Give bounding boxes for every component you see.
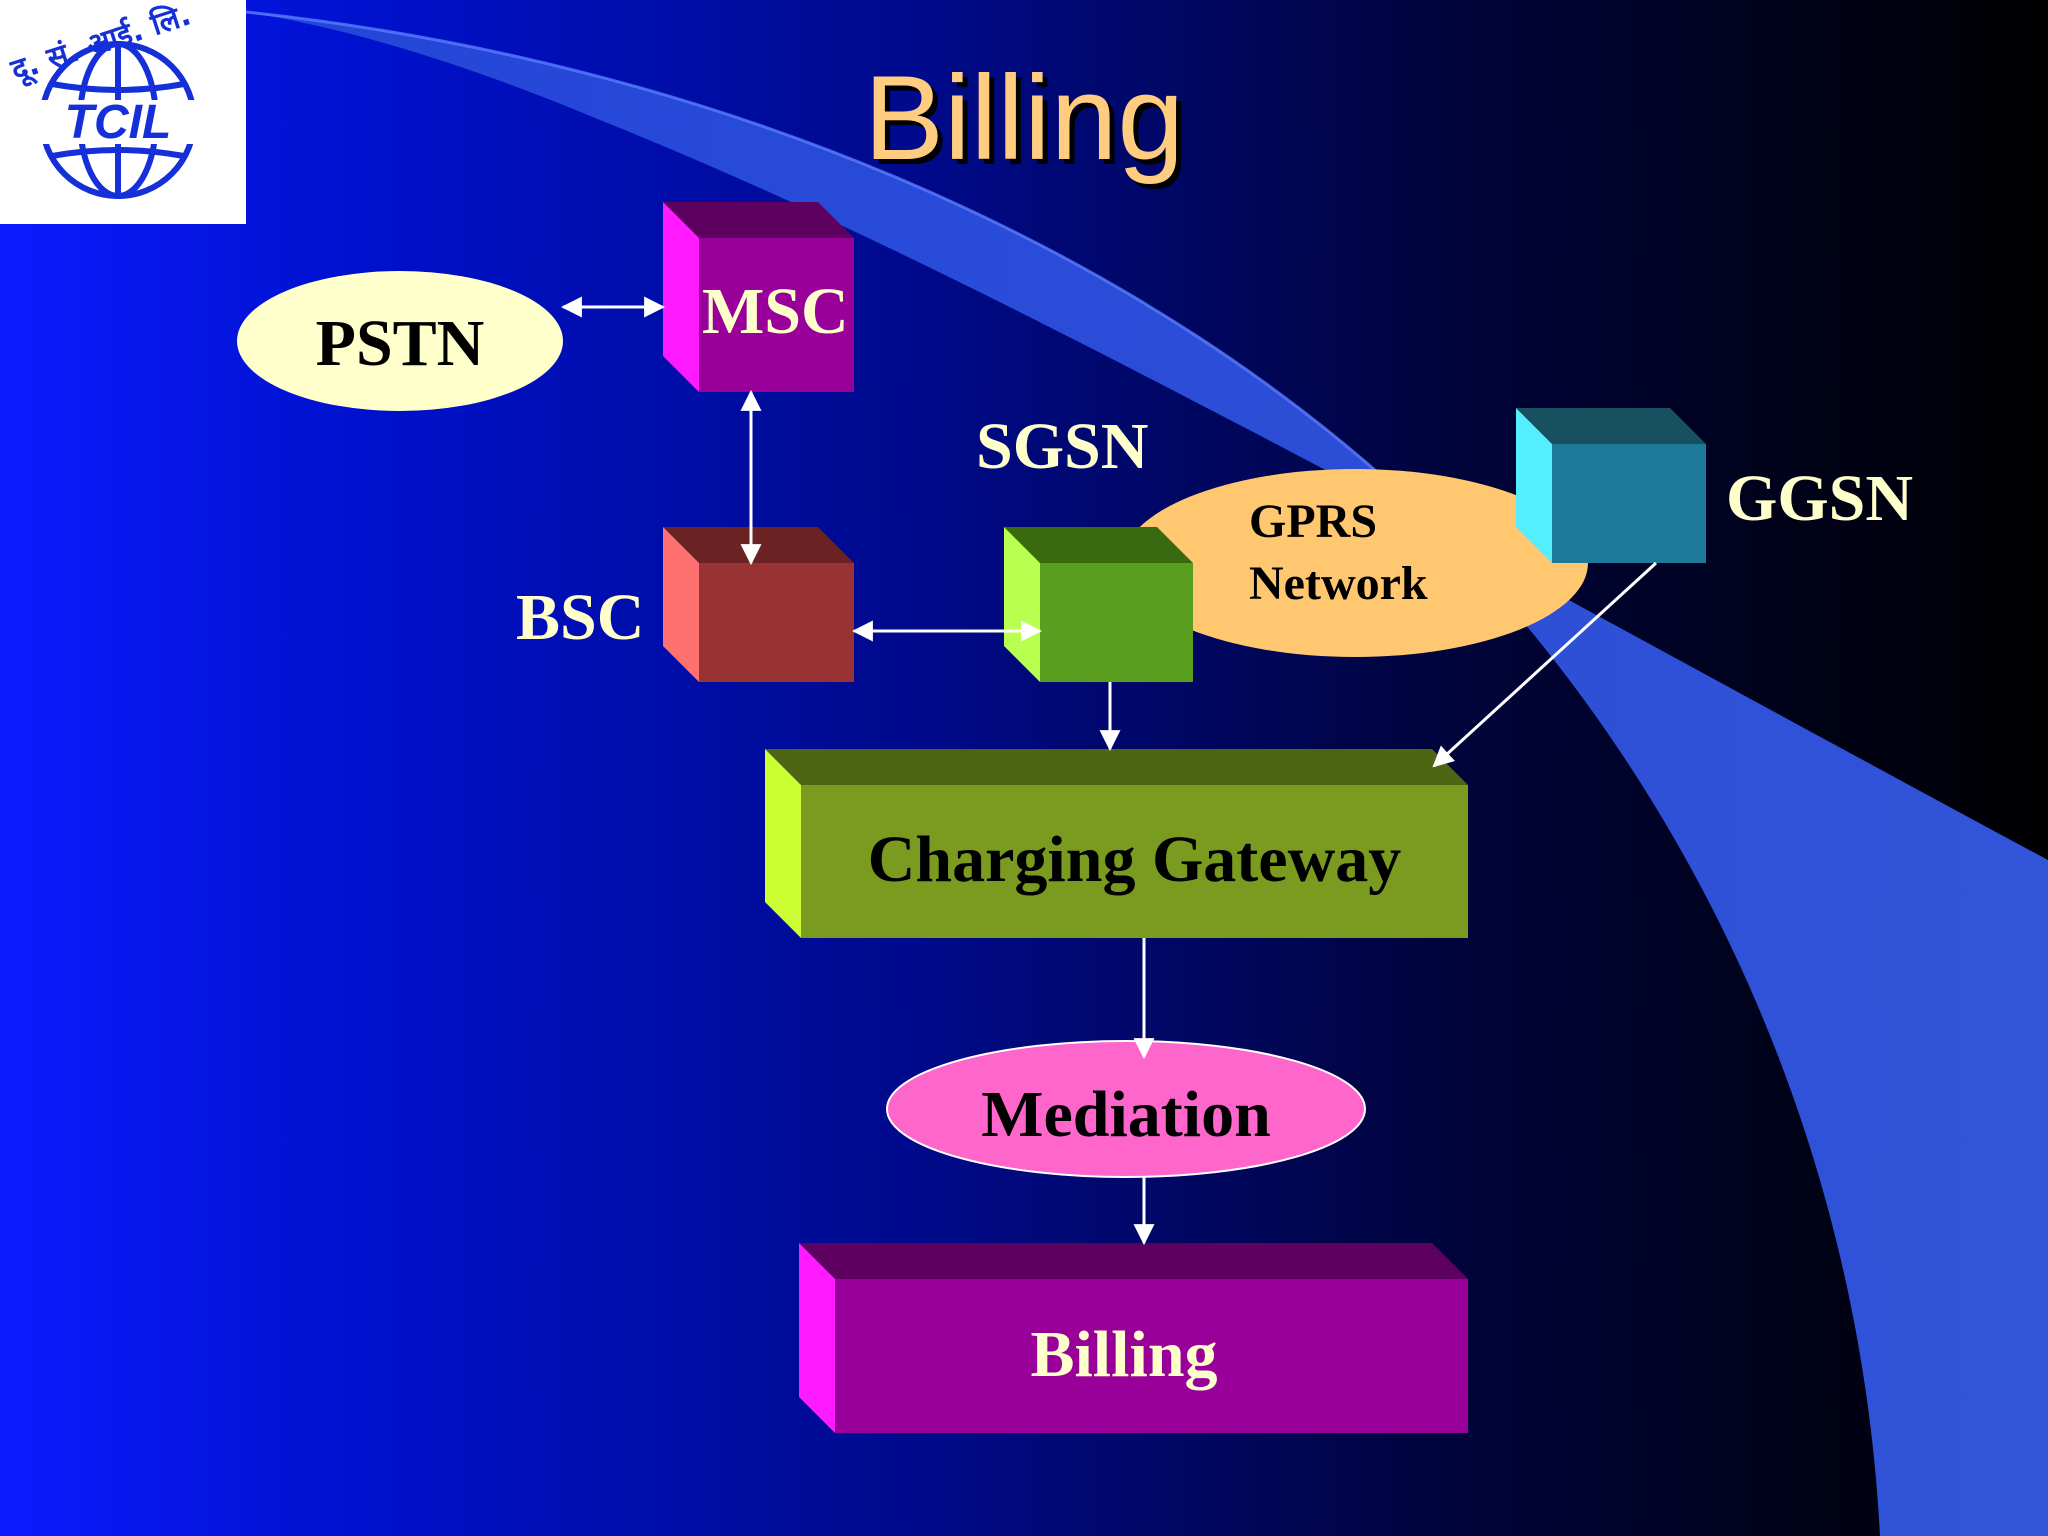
mediation-node bbox=[886, 1040, 1366, 1178]
sgsn-label: SGSN bbox=[976, 410, 1149, 483]
gprs-network-node bbox=[1122, 469, 1588, 657]
ggsn-node bbox=[1516, 408, 1706, 563]
logo-main-text: TCIL bbox=[65, 96, 172, 149]
charging-gateway-node bbox=[765, 749, 1468, 938]
mediation-label: Mediation bbox=[981, 1078, 1271, 1151]
slide-title: Billing bbox=[863, 51, 1185, 185]
ggsn-charging-connector bbox=[1432, 561, 1658, 768]
gprs-label-line1: GPRS bbox=[1249, 495, 1378, 548]
pstn-label: PSTN bbox=[315, 307, 485, 380]
bsc-node bbox=[663, 527, 854, 682]
sgsn-node bbox=[1004, 527, 1193, 682]
charging-gateway-label: Charging Gateway bbox=[867, 823, 1402, 896]
bsc-label: BSC bbox=[516, 581, 645, 654]
msc-label: MSC bbox=[702, 275, 849, 348]
tcil-logo: TCIL दू. सं. आई. लि. bbox=[0, 0, 246, 224]
msc-node bbox=[663, 202, 854, 392]
billing-node bbox=[799, 1243, 1468, 1433]
gprs-label-line2: Network bbox=[1249, 557, 1428, 610]
ggsn-label: GGSN bbox=[1726, 462, 1914, 535]
pstn-node bbox=[237, 271, 563, 411]
billing-label: Billing bbox=[1030, 1318, 1218, 1391]
globe-logo-icon: TCIL दू. सं. आई. लि. bbox=[6, 0, 208, 199]
